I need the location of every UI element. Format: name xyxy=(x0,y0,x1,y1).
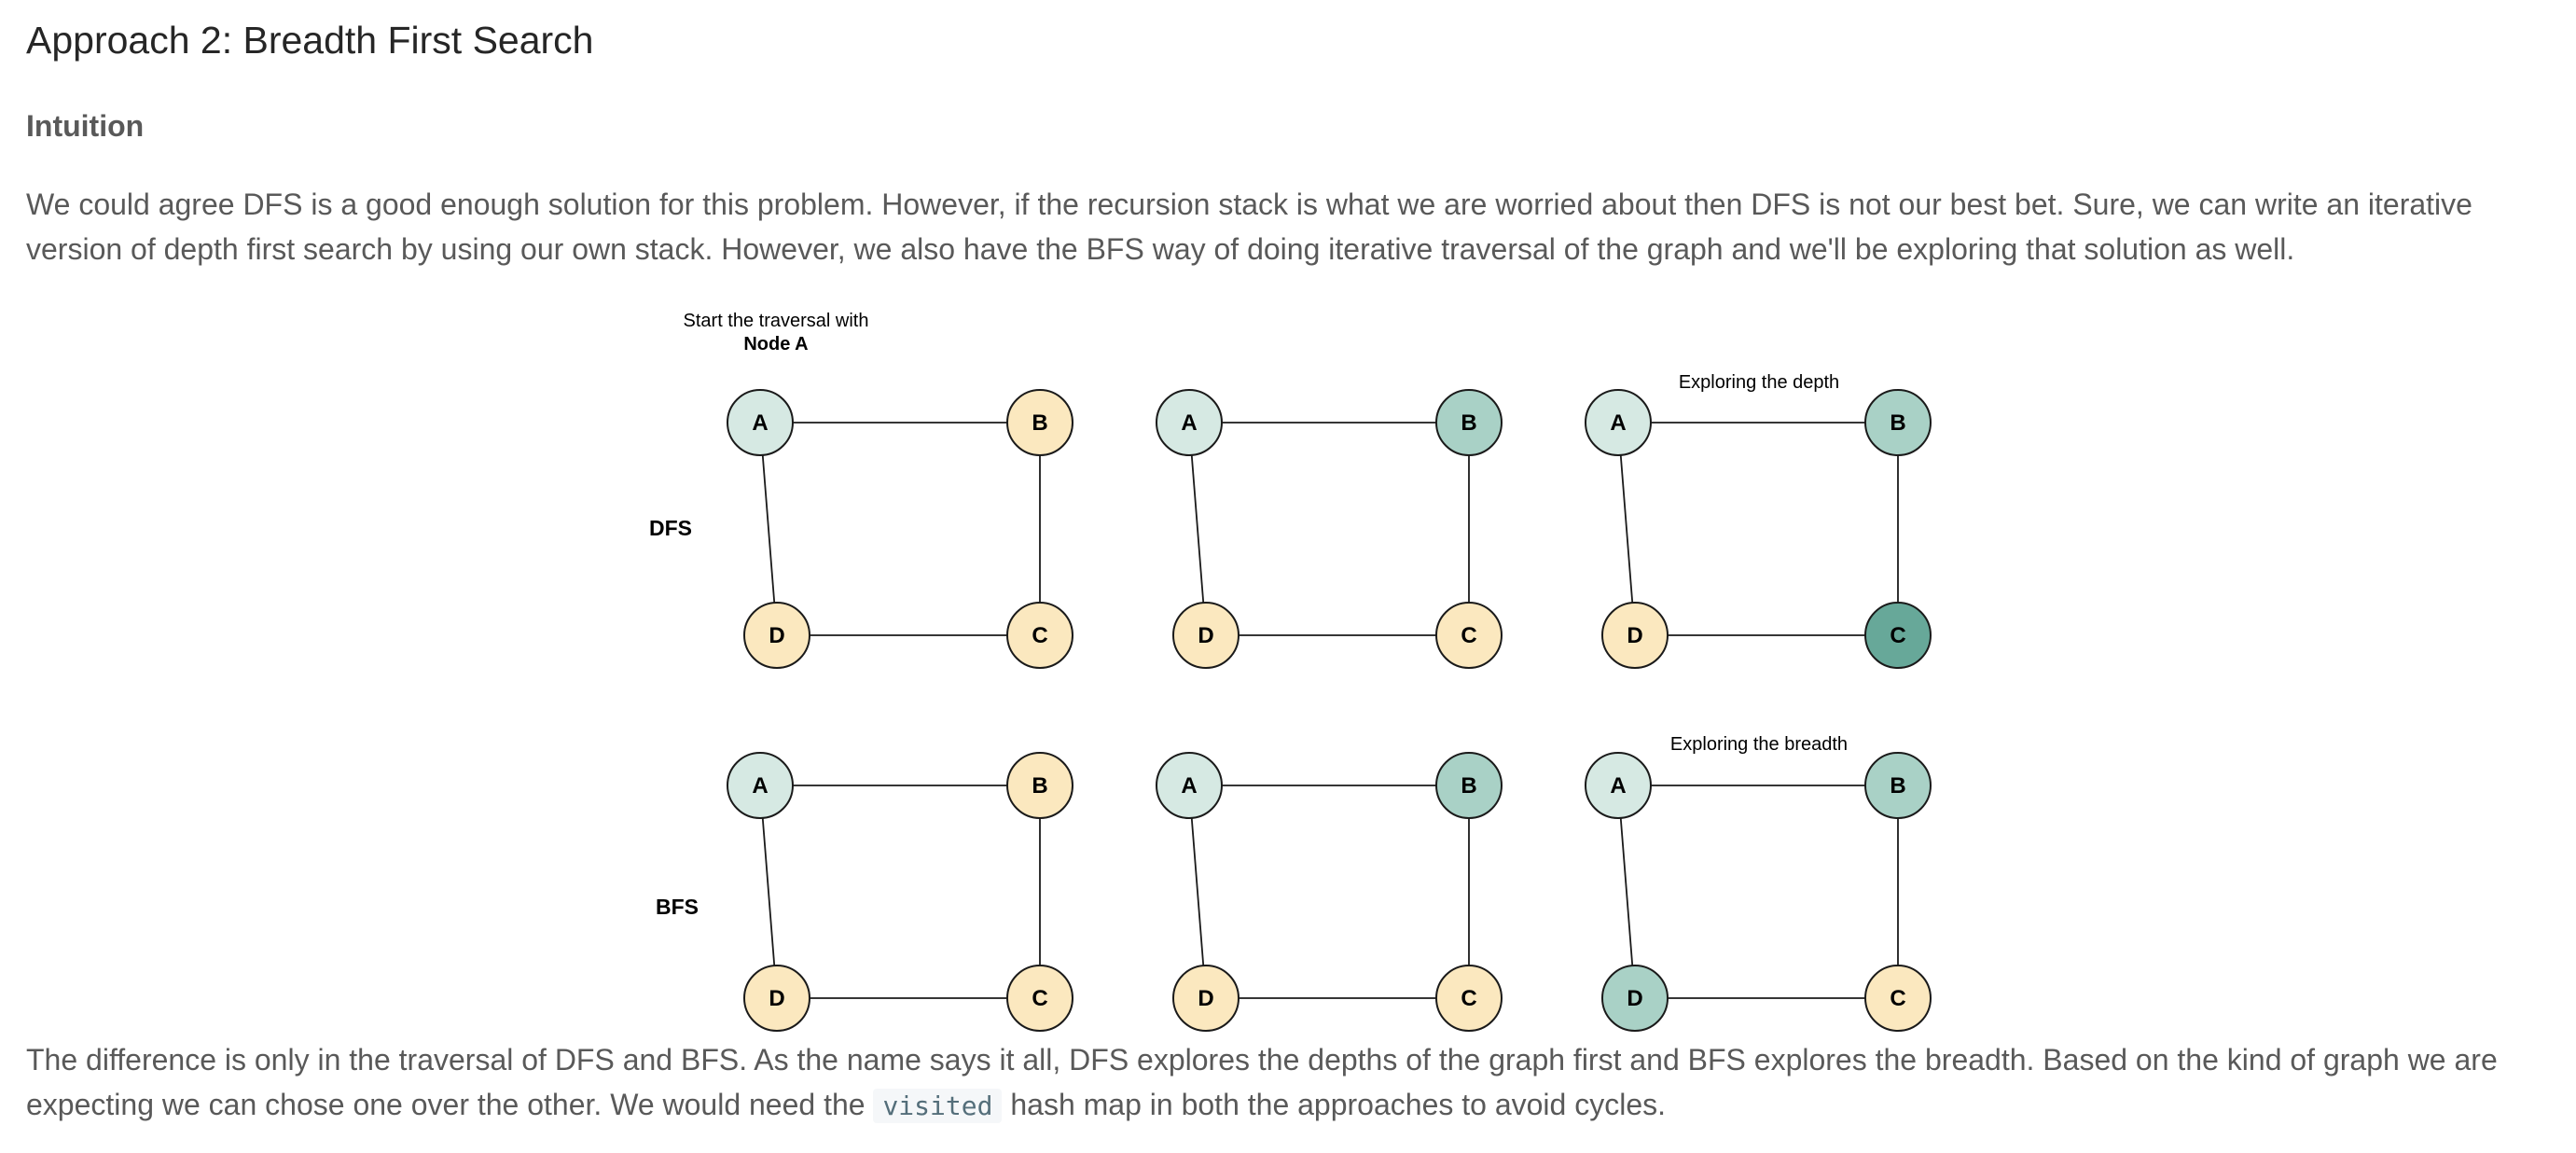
node-label: A xyxy=(1181,773,1197,799)
nodes-layer: A B C D A B C D A B C D A B C D A B C D A B C D xyxy=(727,389,1932,1032)
node-circle xyxy=(1156,752,1223,819)
node-circle xyxy=(727,389,794,456)
node-label: B xyxy=(1032,410,1047,436)
bfs-panel-2-node-b: B xyxy=(1435,752,1503,819)
bfs-panel-3-node-c: C xyxy=(1864,965,1932,1032)
node-circle xyxy=(1601,965,1669,1032)
dfs-panel-2-node-c: C xyxy=(1435,602,1503,669)
node-label: D xyxy=(769,986,784,1011)
exploring-depth-annotation: Exploring the depth xyxy=(1679,372,1839,393)
edge-a-d xyxy=(1617,422,1636,636)
dfs-panel-2-node-a: A xyxy=(1156,389,1223,456)
node-circle xyxy=(1864,389,1932,456)
node-circle xyxy=(1156,389,1223,456)
bfs-panel-3-node-a: A xyxy=(1585,752,1652,819)
node-label: C xyxy=(1461,623,1476,648)
dfs-panel-3-node-c: C xyxy=(1864,602,1932,669)
node-circle xyxy=(1006,389,1073,456)
node-circle xyxy=(1435,389,1503,456)
node-label: B xyxy=(1890,773,1905,799)
node-label: A xyxy=(1181,410,1197,436)
bfs-panel-2-node-a: A xyxy=(1156,752,1223,819)
edge-a-d xyxy=(1188,422,1207,636)
node-circle xyxy=(1006,965,1073,1032)
node-label: C xyxy=(1032,623,1047,648)
dfs-panel-3-node-d: D xyxy=(1601,602,1669,669)
dfs-panel-2-node-d: D xyxy=(1172,602,1240,669)
dfs-panel-1-node-d: D xyxy=(743,602,810,669)
bfs-row-label: BFS xyxy=(656,895,699,919)
node-circle xyxy=(1435,965,1503,1032)
edge-a-d xyxy=(1617,785,1636,999)
node-label: B xyxy=(1890,410,1905,436)
dfs-panel-3-node-a: A xyxy=(1585,389,1652,456)
bfs-panel-3-node-b: B xyxy=(1864,752,1932,819)
exploring-breadth-annotation: Exploring the breadth xyxy=(1670,734,1848,755)
start-annotation-line-2: Node A xyxy=(743,334,808,354)
node-label: D xyxy=(1198,986,1213,1011)
bfs-panel-1-node-a: A xyxy=(727,752,794,819)
node-circle xyxy=(743,965,810,1032)
bfs-panel-3-node-d: D xyxy=(1601,965,1669,1032)
section-heading-intuition: Intuition xyxy=(26,109,145,143)
labels-layer: Start the traversal with Node A Explorin… xyxy=(649,311,1848,919)
difference-text-end: hash map in both the approaches to avoid… xyxy=(1002,1088,1667,1121)
node-label: C xyxy=(1032,986,1047,1011)
edges-layer xyxy=(759,422,1899,999)
bfs-panel-2-node-d: D xyxy=(1172,965,1240,1032)
node-circle xyxy=(1585,389,1652,456)
node-label: D xyxy=(1627,623,1642,648)
visited-code: visited xyxy=(873,1089,1003,1123)
node-label: C xyxy=(1461,986,1476,1011)
start-annotation-line-1: Start the traversal with xyxy=(684,311,869,331)
edge-a-d xyxy=(759,422,778,636)
node-label: A xyxy=(1610,773,1626,799)
node-circle xyxy=(743,602,810,669)
node-label: D xyxy=(1627,986,1642,1011)
node-label: C xyxy=(1890,623,1905,648)
node-circle xyxy=(1435,752,1503,819)
edge-a-d xyxy=(1188,785,1207,999)
node-label: D xyxy=(1198,623,1213,648)
dfs-panel-1-node-b: B xyxy=(1006,389,1073,456)
node-label: D xyxy=(769,623,784,648)
node-circle xyxy=(1172,965,1240,1032)
intuition-paragraph: We could agree DFS is a good enough solu… xyxy=(26,188,2472,266)
node-circle xyxy=(727,752,794,819)
edge-a-d xyxy=(759,785,778,999)
dfs-row-label: DFS xyxy=(649,516,692,540)
bfs-panel-2-node-c: C xyxy=(1435,965,1503,1032)
dfs-panel-1-node-c: C xyxy=(1006,602,1073,669)
bfs-panel-1-node-b: B xyxy=(1006,752,1073,819)
node-label: A xyxy=(752,410,768,436)
node-circle xyxy=(1172,602,1240,669)
node-circle xyxy=(1864,965,1932,1032)
difference-paragraph: The difference is only in the traversal … xyxy=(26,1037,2563,1129)
node-circle xyxy=(1006,602,1073,669)
node-circle xyxy=(1864,752,1932,819)
dfs-panel-3-node-b: B xyxy=(1864,389,1932,456)
bfs-panel-1-node-d: D xyxy=(743,965,810,1032)
node-circle xyxy=(1006,752,1073,819)
node-circle xyxy=(1864,602,1932,669)
node-label: C xyxy=(1890,986,1905,1011)
node-label: B xyxy=(1032,773,1047,799)
node-label: B xyxy=(1461,410,1476,436)
node-circle xyxy=(1435,602,1503,669)
node-label: A xyxy=(752,773,768,799)
node-label: A xyxy=(1610,410,1626,436)
dfs-panel-1-node-a: A xyxy=(727,389,794,456)
dfs-panel-2-node-b: B xyxy=(1435,389,1503,456)
difference-text-start: The difference is only in the traversal … xyxy=(26,1043,2498,1121)
page-title: Approach 2: Breadth First Search xyxy=(26,19,594,62)
node-label: B xyxy=(1461,773,1476,799)
node-circle xyxy=(1585,752,1652,819)
bfs-panel-1-node-c: C xyxy=(1006,965,1073,1032)
node-circle xyxy=(1601,602,1669,669)
